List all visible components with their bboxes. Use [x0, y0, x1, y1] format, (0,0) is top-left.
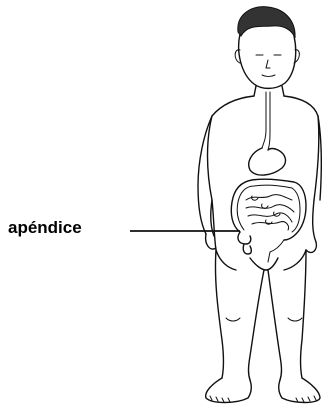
leg-right-outer	[301, 250, 307, 378]
large-intestine	[231, 179, 306, 240]
torso-right	[284, 96, 319, 200]
head	[239, 34, 296, 88]
hand-right	[306, 242, 316, 252]
nose	[266, 60, 270, 68]
knee-left	[226, 318, 240, 321]
esophagus	[262, 92, 270, 150]
toes-right	[296, 396, 316, 402]
leg-left-inner	[249, 270, 265, 380]
appendix-label: apéndice	[8, 218, 82, 238]
knee-right	[288, 318, 302, 321]
cecum	[238, 232, 251, 244]
foot-right	[279, 378, 320, 403]
rectum	[268, 240, 284, 262]
neck	[254, 86, 284, 96]
torso-left	[208, 96, 255, 250]
arm-left	[198, 116, 214, 236]
stomach	[249, 148, 286, 175]
hair	[238, 7, 295, 38]
leg-right-inner	[268, 270, 282, 380]
mouth	[262, 75, 275, 77]
leg-left-outer	[215, 250, 223, 378]
appendix	[243, 244, 251, 254]
hips	[216, 250, 306, 270]
crotch	[250, 258, 278, 270]
small-intestine-loops	[252, 196, 280, 224]
